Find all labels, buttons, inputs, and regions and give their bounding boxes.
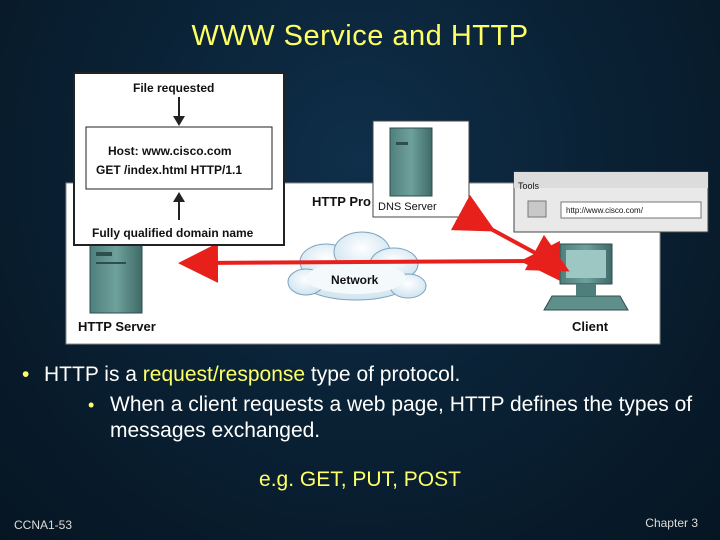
bullet-list: • HTTP is a request/response type of pro… <box>22 362 712 444</box>
diagram-graphics <box>65 72 709 345</box>
get-line-label: GET /index.html HTTP/1.1 <box>96 163 243 177</box>
http-server-icon <box>89 236 143 314</box>
bullet-1-highlight: request/response <box>142 363 306 386</box>
fqdn-label: Fully qualified domain name <box>92 226 254 240</box>
bullet-dot-icon: • <box>88 395 95 415</box>
bullet-1: • HTTP is a request/response type of pro… <box>22 362 712 388</box>
browser-tools-label: Tools <box>518 181 540 191</box>
bullet-dot-icon: • <box>22 363 30 386</box>
bullet-2: • When a client requests a web page, HTT… <box>88 392 712 444</box>
browser-url-label: http://www.cisco.com/ <box>566 206 643 215</box>
host-line-label: Host: www.cisco.com <box>108 144 232 158</box>
browser-snapshot <box>513 171 709 233</box>
request-response-arrow <box>178 240 561 283</box>
http-protocol-label: HTTP Pro <box>312 194 371 209</box>
footer-course: CCNA1-53 <box>14 518 73 532</box>
example-methods: e.g. GET, PUT, POST <box>259 468 461 491</box>
client-label: Client <box>572 319 609 334</box>
file-requested-label: File requested <box>133 81 215 95</box>
request-callout <box>73 72 285 246</box>
bullet-1-prefix: HTTP is a <box>44 363 143 386</box>
dns-lookup-arrow <box>450 194 570 272</box>
http-server-label: HTTP Server <box>78 319 156 334</box>
network-label: Network <box>331 273 379 287</box>
bullet-1-suffix: type of protocol. <box>305 363 461 386</box>
bullet-2-text: When a client requests a web page, HTTP … <box>110 393 693 442</box>
http-diagram: File requested Host: www.cisco.com GET /… <box>65 72 709 345</box>
slide-title: WWW Service and HTTP <box>191 20 529 52</box>
dns-server-label: DNS Server <box>378 201 437 213</box>
footer-chapter: Chapter 3 <box>645 516 698 530</box>
